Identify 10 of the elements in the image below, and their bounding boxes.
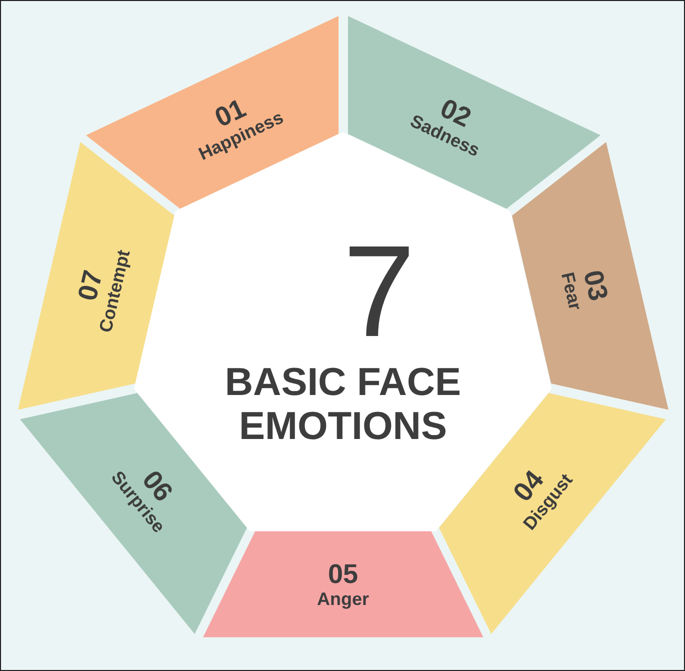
big-number: 7 — [342, 226, 416, 356]
segment-number: 05 — [328, 560, 358, 588]
segment-number: 07 — [74, 268, 108, 304]
emotion-segment — [202, 531, 484, 638]
emotion-segment — [18, 142, 174, 410]
center-heading: BASIC FACE EMOTIONS — [224, 361, 462, 449]
emotion-segment — [348, 16, 600, 209]
emotion-segment — [512, 142, 668, 410]
emotion-name: Anger — [316, 588, 369, 610]
emotion-segment — [86, 16, 338, 209]
